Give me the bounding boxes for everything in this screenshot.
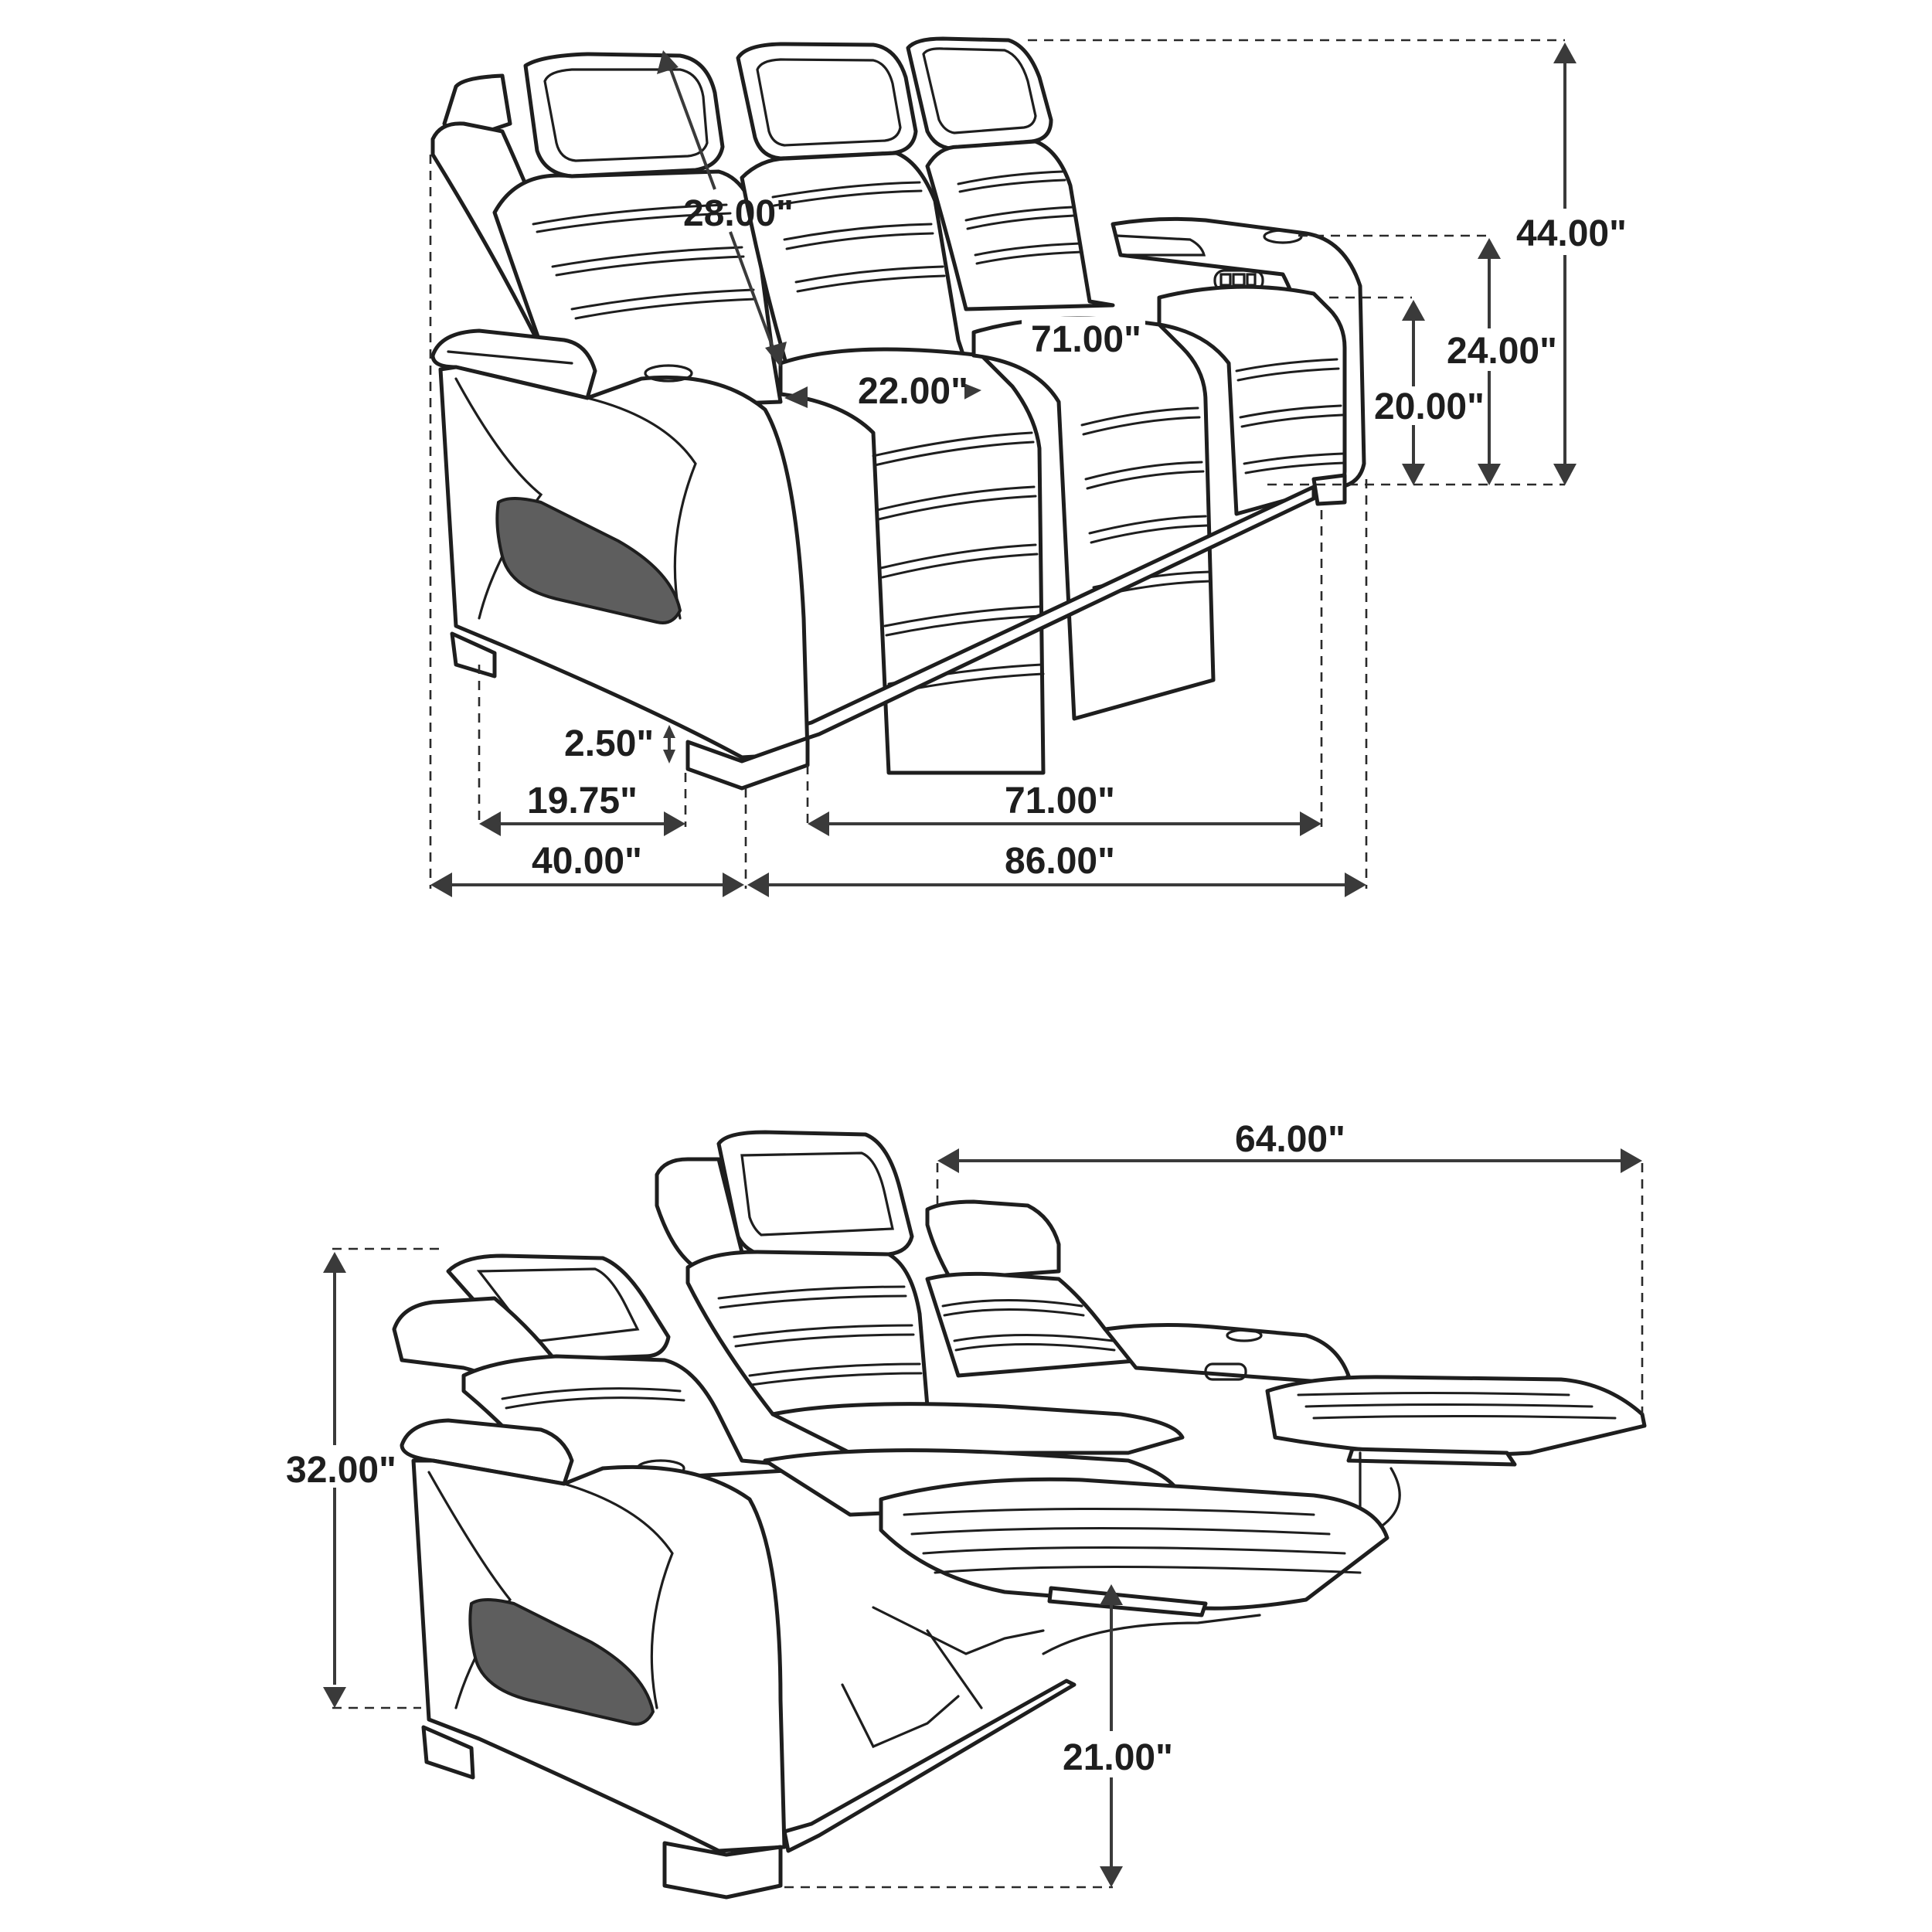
footrest-left-seams [903, 1508, 1362, 1574]
reclined-sofa-drawing [392, 1130, 1647, 1900]
dim-footrest-height: 21.00" [1063, 1737, 1173, 1778]
dim-seat-back-height: 28.00" [683, 193, 794, 234]
footrest-left-plate [1047, 1586, 1208, 1617]
dim-seat-width: 71.00" [1031, 319, 1141, 360]
reclined-foot-front [662, 1841, 783, 1900]
reclined-left-arm-top [400, 1418, 574, 1486]
foot-left-rear [450, 631, 497, 679]
dim-seat-height: 20.00" [1374, 386, 1485, 427]
dim-arm-height: 24.00" [1447, 331, 1557, 372]
back-seams [532, 170, 1083, 320]
footrest-right-plate [1346, 1447, 1517, 1467]
speaker-grille-reclined [468, 1598, 655, 1726]
reclined-control-panel [1204, 1362, 1247, 1381]
reclined-back-right [925, 1271, 1146, 1378]
headrest-right [906, 36, 1053, 151]
seatback-right [925, 139, 1115, 311]
dim-reclined-height: 32.00" [286, 1450, 396, 1491]
reclined-cup-holder-right [1226, 1328, 1263, 1342]
dim-overall-depth: 40.00" [532, 841, 642, 882]
dim-seat-depth: 22.00" [858, 371, 968, 412]
reclined-seat-center [770, 1402, 1185, 1455]
dim-bottom-seat-width: 71.00" [1005, 781, 1115, 821]
recliner-mechanism [841, 1606, 1045, 1749]
reclined-base [782, 1679, 1077, 1853]
speaker-grille-left [495, 497, 682, 624]
headrest-center [736, 42, 918, 161]
dim-inner-depth: 19.75" [527, 781, 638, 821]
cup-holder-left [644, 364, 693, 383]
reclined-dimensions: 64.00" 32.00" 21.00" [286, 1119, 1644, 1889]
reclined-back-center [685, 1250, 930, 1417]
left-arm-top [430, 328, 597, 400]
reclined-headrest-right [925, 1199, 1061, 1281]
reclined-right-arm [1103, 1322, 1351, 1386]
headrest-left [523, 52, 725, 179]
dim-overall-height: 44.00" [1516, 213, 1627, 254]
dim-reclined-extension: 64.00" [1235, 1119, 1345, 1160]
upright-dimensions: 44.00" 24.00" 20.00" 28.00" 22.00" 71.00… [429, 39, 1627, 897]
seatback-center [740, 151, 968, 373]
reclined-back-seams [501, 1285, 1116, 1410]
seat-seams [872, 358, 1346, 695]
dim-leg-height: 2.50" [564, 723, 654, 764]
foot-right [1311, 473, 1347, 506]
dim-overall-width: 86.00" [1005, 841, 1115, 882]
footrest-right-seams [1297, 1392, 1617, 1420]
reclined-foot-rear [421, 1725, 475, 1780]
reclined-footrest-left [879, 1477, 1389, 1611]
upright-sofa-drawing [430, 36, 1366, 791]
